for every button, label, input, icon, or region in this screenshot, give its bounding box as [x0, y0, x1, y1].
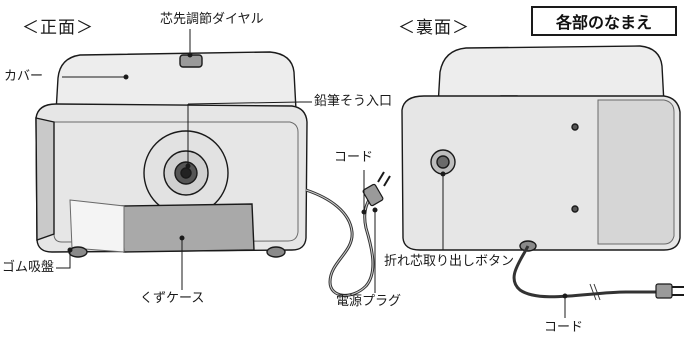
plug-front [362, 171, 391, 207]
front-cord [305, 188, 377, 297]
label-shavings-case: くずケース [140, 291, 205, 306]
label-plug: 電源プラグ [336, 294, 402, 309]
back-cord [512, 245, 660, 299]
rubber-foot-right [266, 246, 286, 258]
label-pencil-entry: 鉛筆そう入口 [314, 94, 393, 109]
front-sharpener [35, 51, 308, 258]
label-rubber-feet: ゴム吸盤 [2, 260, 55, 275]
label-cover: カバー [4, 69, 44, 84]
front-cover [55, 51, 297, 113]
label-cord-front: コード [334, 150, 374, 165]
back-cover [437, 45, 665, 107]
leader-lines [56, 29, 568, 318]
front-view-heading: ＜正面＞ [22, 18, 94, 38]
plug-back [655, 283, 684, 299]
diagram-title: 各部のなまえ [531, 6, 677, 36]
label-release-button: 折れ芯取り出しボタン [384, 254, 515, 269]
back-sharpener [401, 45, 681, 252]
label-dial: 芯先調節ダイヤル [160, 12, 264, 27]
back-view-heading: ＜裏面＞ [398, 18, 470, 38]
label-cord-back: コード [544, 320, 584, 335]
shavings-case [121, 203, 255, 253]
